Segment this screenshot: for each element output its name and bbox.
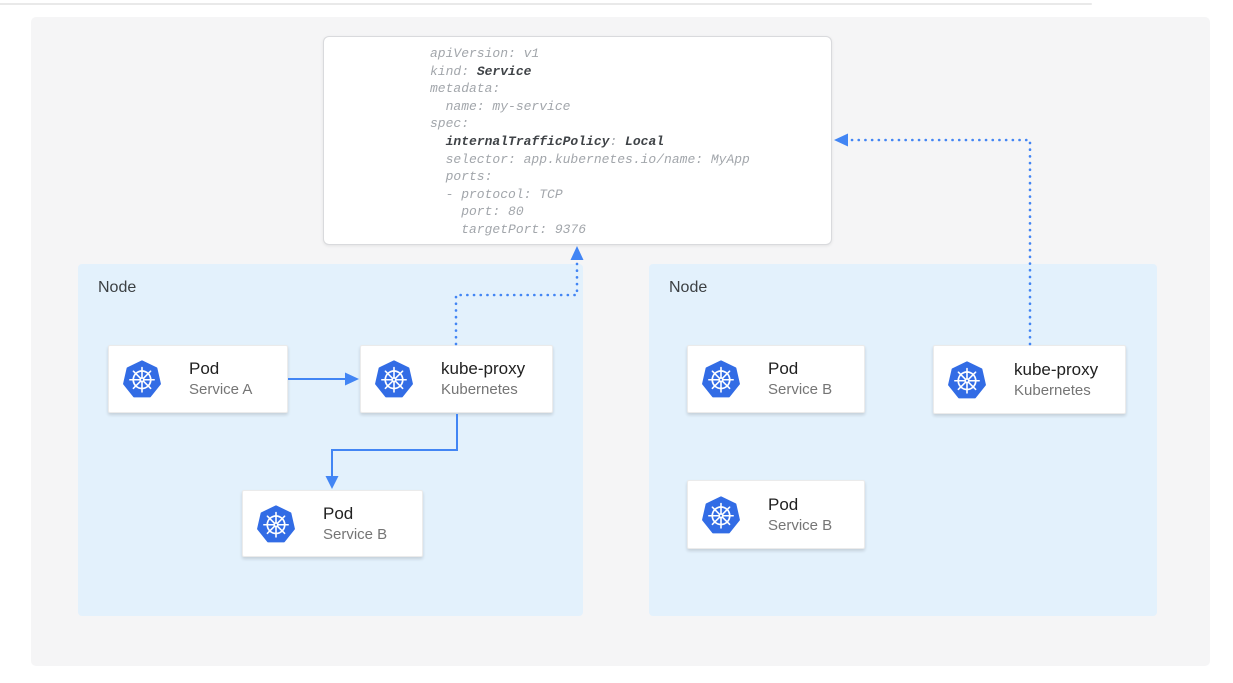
yaml-line: - protocol: TCP — [430, 186, 563, 202]
card-title: Pod — [323, 503, 354, 523]
kubernetes-icon — [375, 360, 413, 398]
card-title: Pod — [189, 359, 220, 378]
card-subtitle: Kubernetes — [1014, 381, 1091, 399]
card-subtitle: Kubernetes — [441, 381, 518, 398]
kubernetes-icon — [123, 360, 161, 398]
card-title: kube-proxy — [1014, 359, 1099, 379]
node-label: Node — [669, 279, 708, 296]
yaml-line: kind: Service — [430, 63, 532, 79]
yaml-line: port: 80 — [430, 204, 524, 220]
yaml-line: ports: — [430, 169, 493, 185]
node-right: Node — [649, 264, 1157, 616]
card-title: kube-proxy — [441, 359, 526, 378]
card-title: Pod — [768, 359, 799, 378]
service-yaml-panel: apiVersion: v1 kind: Service metadata: n… — [323, 36, 832, 245]
kubernetes-icon — [702, 496, 740, 534]
card-subtitle: Service B — [768, 516, 833, 534]
yaml-line: name: my-service — [430, 98, 571, 114]
yaml-line: metadata: — [430, 81, 501, 97]
card-subtitle: Service A — [189, 381, 253, 398]
card-subtitle: Service B — [768, 381, 833, 398]
node-label: Node — [98, 279, 137, 296]
yaml-line: targetPort: 9376 — [430, 221, 587, 237]
kubernetes-icon — [257, 505, 295, 543]
yaml-line: apiVersion: v1 — [430, 46, 540, 61]
yaml-line: selector: app.kubernetes.io/name: MyApp — [430, 151, 750, 167]
kubernetes-icon — [702, 360, 740, 398]
yaml-line: internalTrafficPolicy: Local — [445, 133, 665, 149]
top-divider — [0, 3, 1092, 5]
kubernetes-icon — [948, 361, 986, 399]
card-title: Pod — [768, 494, 799, 514]
card-subtitle: Service B — [323, 525, 388, 543]
node-left: Node — [78, 264, 583, 616]
yaml-line: spec: — [430, 116, 470, 132]
